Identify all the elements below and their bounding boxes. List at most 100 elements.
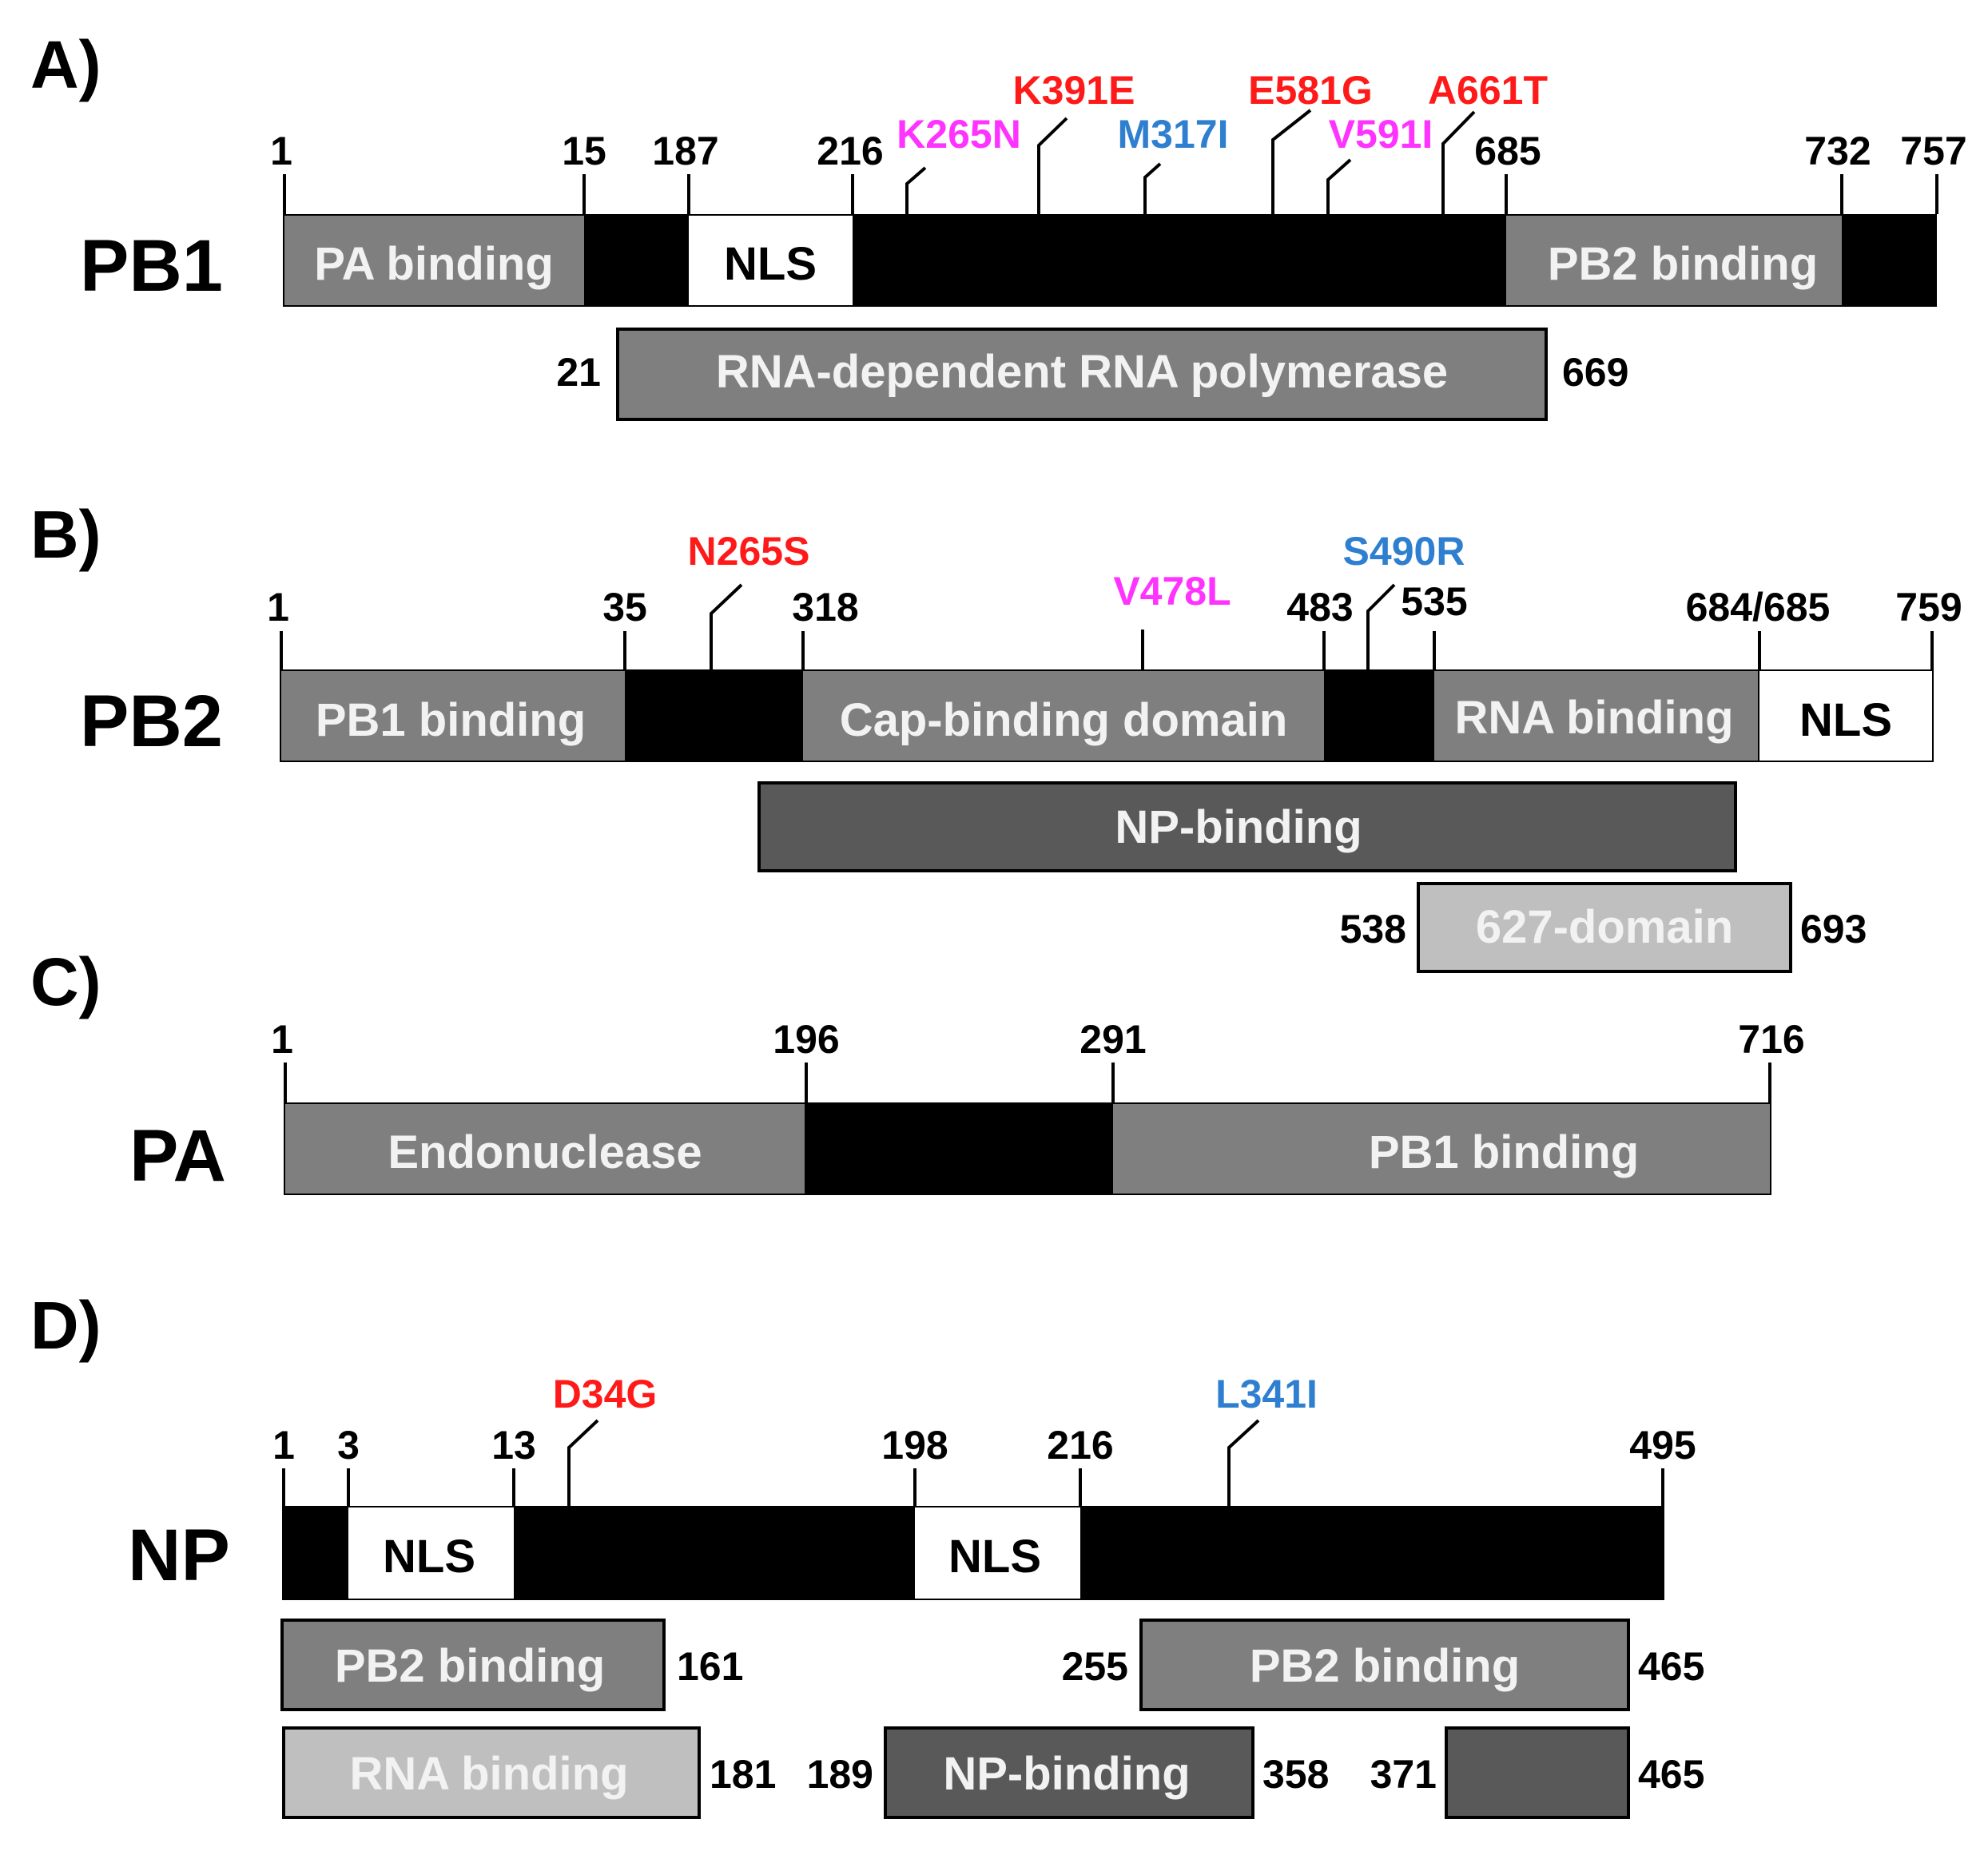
panel-c: C) PA Endonuclease PB1 binding 1 196 291…: [30, 944, 1805, 1197]
tick-lines: [280, 631, 1934, 669]
tick-label: 1: [270, 129, 292, 173]
subdomain-box-pb2-binding: [280, 1619, 666, 1711]
subdomain-box-pb2-binding: [1139, 1619, 1630, 1711]
tick-lines: [284, 1063, 1771, 1102]
mutation-label: D34G: [553, 1372, 658, 1416]
range-start: 255: [1062, 1644, 1128, 1689]
mutation-label: S490R: [1343, 529, 1465, 574]
range-start: 538: [1340, 907, 1406, 951]
domain-label: PB1 binding: [316, 694, 586, 746]
panel-label: B): [30, 497, 101, 572]
domain-label: Endonuclease: [388, 1126, 702, 1178]
mutation-leaders: [710, 583, 1396, 669]
protein-name: NP: [128, 1515, 230, 1596]
tick-label: 495: [1629, 1423, 1696, 1468]
panel-label: C): [30, 944, 101, 1019]
tick-label: 1: [271, 1017, 293, 1062]
tick-label: 1: [267, 585, 289, 630]
tick-label: 732: [1804, 129, 1871, 173]
domain-box-nls: [689, 216, 853, 305]
mutation-label: K265N: [897, 112, 1021, 157]
mutation-leaders: [905, 109, 1476, 214]
domain-label: NLS: [1799, 694, 1892, 746]
range-end: 669: [1562, 350, 1628, 395]
domain-box-rna-binding: [1434, 671, 1758, 761]
panel-label: D): [30, 1288, 101, 1363]
panel-d: D) NP NLS NLS 1 3 13 198 216 495 D34G L3…: [30, 1288, 1704, 1819]
domain-label: PA binding: [314, 238, 554, 290]
subdomain-label: RNA binding: [350, 1748, 629, 1800]
subdomain-label: RNA-dependent RNA polymerase: [716, 346, 1448, 398]
range-start: 371: [1370, 1752, 1437, 1797]
subdomain-label: 627-domain: [1476, 901, 1733, 953]
subdomain-label: NP-binding: [943, 1748, 1190, 1800]
tick-label: 198: [881, 1423, 948, 1468]
mutation-label: L341I: [1215, 1372, 1318, 1416]
mutation-label: M317I: [1118, 112, 1229, 157]
domain-box-pb1-binding: [281, 671, 625, 761]
panel-label: A): [30, 27, 101, 102]
mutation-label: N265S: [688, 529, 810, 574]
domain-label: NLS: [383, 1531, 475, 1583]
tick-label: 3: [337, 1423, 360, 1468]
subdomain-box-rdrp: [616, 328, 1548, 421]
domain-box-pb1-binding: [1113, 1104, 1770, 1194]
protein-name: PA: [129, 1115, 226, 1197]
subdomain-box-rna-binding: [282, 1726, 701, 1819]
protein-name: PB2: [80, 681, 223, 762]
tick-label: 759: [1895, 585, 1962, 630]
domain-box-pb2-binding: [1506, 216, 1842, 305]
domain-label: RNA binding: [1455, 692, 1734, 744]
tick-lines: [283, 174, 1938, 214]
tick-label: 291: [1079, 1017, 1146, 1062]
tick-label: 483: [1286, 585, 1353, 630]
domain-box-endonuclease: [285, 1104, 805, 1194]
mutation-label: E581G: [1248, 68, 1373, 113]
tick-label: 15: [562, 129, 606, 173]
tick-label: 684/685: [1686, 585, 1831, 630]
tick-label: 13: [491, 1423, 536, 1468]
tick-label: 1: [272, 1423, 295, 1468]
range-end: 465: [1638, 1752, 1704, 1797]
domain-label: NLS: [724, 238, 817, 290]
tick-label: 685: [1474, 129, 1541, 173]
domain-box-nls: [1759, 671, 1932, 761]
tick-label: 716: [1738, 1017, 1804, 1062]
tick-label: 187: [652, 129, 718, 173]
domain-box-nls: [348, 1507, 514, 1599]
domain-box-cap-binding: [803, 671, 1324, 761]
panel-a: A) PB1 PA binding NLS PB2 binding 1 15 1…: [30, 27, 1967, 421]
tick-label: 196: [773, 1017, 839, 1062]
panel-b: B) PB2 PB1 binding Cap-binding domain RN…: [30, 497, 1962, 973]
range-start: 189: [807, 1752, 873, 1797]
subdomain-box-627-domain: [1417, 882, 1792, 973]
subdomain-box-np-binding: [884, 1726, 1254, 1819]
subdomain-box-unlabeled: [1445, 1726, 1630, 1819]
domain-box-nls: [915, 1507, 1080, 1599]
range-end: 161: [677, 1644, 743, 1689]
domain-label: PB2 binding: [1548, 238, 1818, 290]
tick-label: 216: [1047, 1423, 1113, 1468]
subdomain-box-np-binding: [757, 781, 1737, 872]
subdomain-label: PB2 binding: [1250, 1640, 1520, 1692]
tick-label: 216: [817, 129, 883, 173]
domain-label: PB1 binding: [1369, 1126, 1639, 1178]
subdomain-label: NP-binding: [1115, 801, 1362, 853]
tick-label: 318: [792, 585, 858, 630]
mutation-label: A661T: [1428, 68, 1548, 113]
range-start: 21: [556, 350, 601, 395]
subdomain-label: PB2 binding: [335, 1640, 605, 1692]
tick-label: 535: [1401, 579, 1467, 624]
protein-name: PB1: [80, 225, 223, 307]
mutation-label: V478L: [1113, 569, 1231, 614]
tick-label: 35: [602, 585, 647, 630]
range-end: 465: [1638, 1644, 1704, 1689]
range-end: 358: [1262, 1752, 1329, 1797]
range-end: 693: [1800, 907, 1867, 951]
domain-box-pa-binding: [284, 216, 584, 305]
tick-lines: [282, 1468, 1664, 1506]
mutation-leaders: [567, 1419, 1260, 1506]
range-end: 181: [710, 1752, 776, 1797]
domain-label: NLS: [948, 1531, 1041, 1583]
